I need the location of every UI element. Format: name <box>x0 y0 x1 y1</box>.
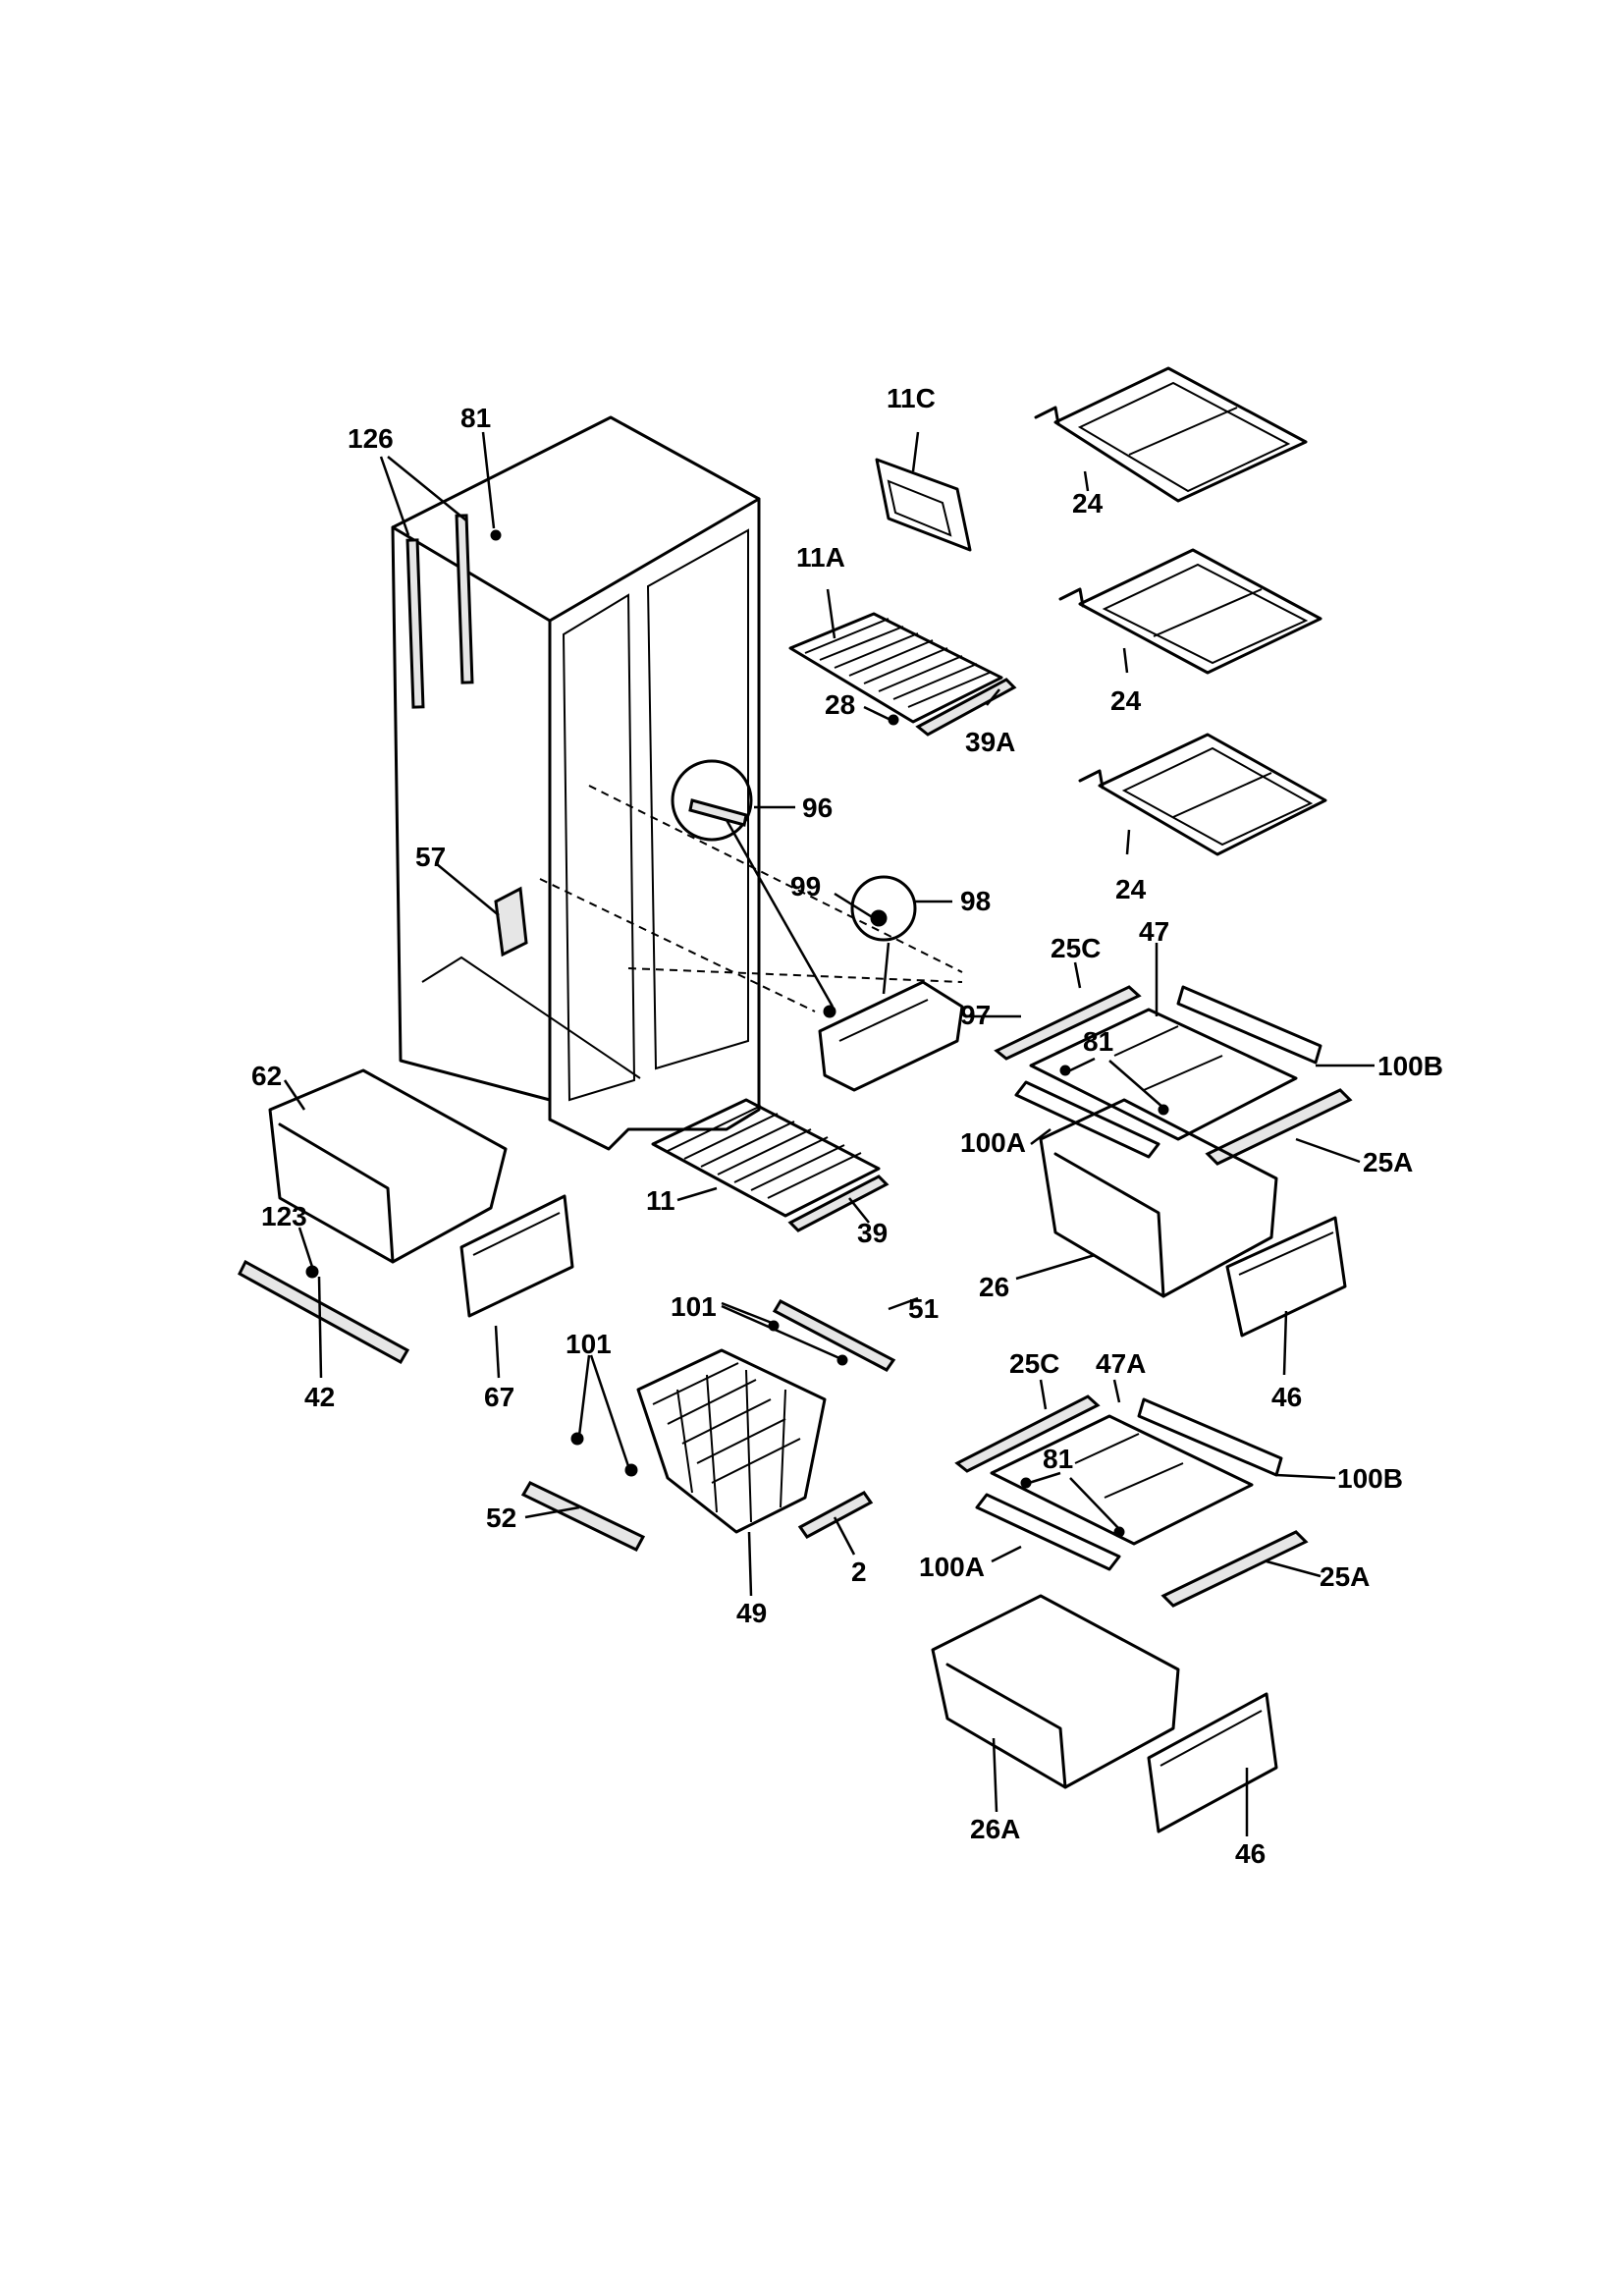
crisper-cover-47-part <box>994 985 1353 1166</box>
callout-46: 46 <box>1271 1382 1302 1412</box>
cabinet-rail-part <box>405 514 474 709</box>
rail-52-part <box>520 1481 646 1552</box>
callout-2: 2 <box>851 1557 867 1587</box>
callout-101: 101 <box>566 1329 612 1359</box>
callout-11c: 11C <box>887 383 936 413</box>
glass-shelf-24-part <box>1078 733 1327 856</box>
crisper-cover-47a-part <box>954 1394 1309 1608</box>
callout-98: 98 <box>960 886 991 916</box>
detail-98-part <box>850 875 917 942</box>
callout-100b: 100B <box>1377 1051 1443 1081</box>
callout-96: 96 <box>802 793 833 823</box>
callout-25a: 25A <box>1320 1561 1370 1592</box>
drawer-front-67-part <box>459 1194 574 1318</box>
bracket-11c-part <box>875 458 972 552</box>
callout-24: 24 <box>1115 874 1147 904</box>
callout-81: 81 <box>1083 1026 1113 1057</box>
rail-42-part <box>238 1259 410 1365</box>
rail-51-part <box>772 1299 896 1372</box>
callout-24: 24 <box>1072 488 1104 519</box>
callout-62: 62 <box>251 1061 282 1091</box>
callout-26: 26 <box>979 1272 1009 1302</box>
callout-99: 99 <box>790 871 821 902</box>
callout-97: 97 <box>960 1000 991 1030</box>
callout-24: 24 <box>1110 685 1142 716</box>
crisper-drawer-26-part <box>1039 1098 1278 1298</box>
callout-101: 101 <box>671 1291 717 1322</box>
callout-47: 47 <box>1139 916 1169 947</box>
wire-shelf-11-part <box>651 1098 890 1232</box>
callout-123: 123 <box>261 1201 307 1231</box>
callout-100b: 100B <box>1337 1463 1403 1494</box>
cabinet-part <box>391 415 963 1151</box>
callout-28: 28 <box>825 689 855 720</box>
callout-100a: 100A <box>960 1127 1026 1158</box>
callout-81: 81 <box>460 403 491 433</box>
callout-126: 126 <box>348 423 394 454</box>
callout-49: 49 <box>736 1598 767 1628</box>
callout-47a: 47A <box>1096 1348 1146 1379</box>
detail-96-part <box>671 759 753 842</box>
leader-lines <box>283 431 1375 1836</box>
callout-42: 42 <box>304 1382 335 1412</box>
bracket-57-part <box>494 886 528 957</box>
callout-26a: 26A <box>970 1814 1020 1844</box>
drawer-front-46-part <box>1225 1216 1347 1338</box>
drawer-62-part <box>268 1068 508 1264</box>
callout-25a: 25A <box>1363 1147 1413 1177</box>
callout-39a: 39A <box>965 727 1015 757</box>
callout-25c: 25C <box>1009 1348 1059 1379</box>
callout-100a: 100A <box>919 1552 985 1582</box>
glass-shelf-24-part <box>1034 366 1308 503</box>
callout-11: 11 <box>646 1185 675 1216</box>
callout-46: 46 <box>1235 1838 1266 1869</box>
callout-11a: 11A <box>796 542 845 573</box>
callout-67: 67 <box>484 1382 514 1412</box>
glass-shelf-24-part <box>1058 548 1322 675</box>
callout-labels: 126 81 11C 24 11A 24 28 39A 96 24 57 99 … <box>251 383 1443 1869</box>
callout-57: 57 <box>415 842 446 872</box>
wire-basket-49-part <box>636 1348 827 1534</box>
wire-shelf-11a-part <box>788 612 1017 737</box>
callout-52: 52 <box>486 1503 516 1533</box>
housing-97-part <box>818 980 964 1092</box>
callout-39: 39 <box>857 1218 888 1248</box>
callout-25c: 25C <box>1051 933 1101 963</box>
crisper-drawer-26a-part <box>931 1594 1180 1789</box>
drawer-front-46b-part <box>1147 1692 1278 1833</box>
callout-51: 51 <box>908 1293 939 1324</box>
rail-2-part <box>797 1491 874 1539</box>
callout-81: 81 <box>1043 1444 1073 1474</box>
